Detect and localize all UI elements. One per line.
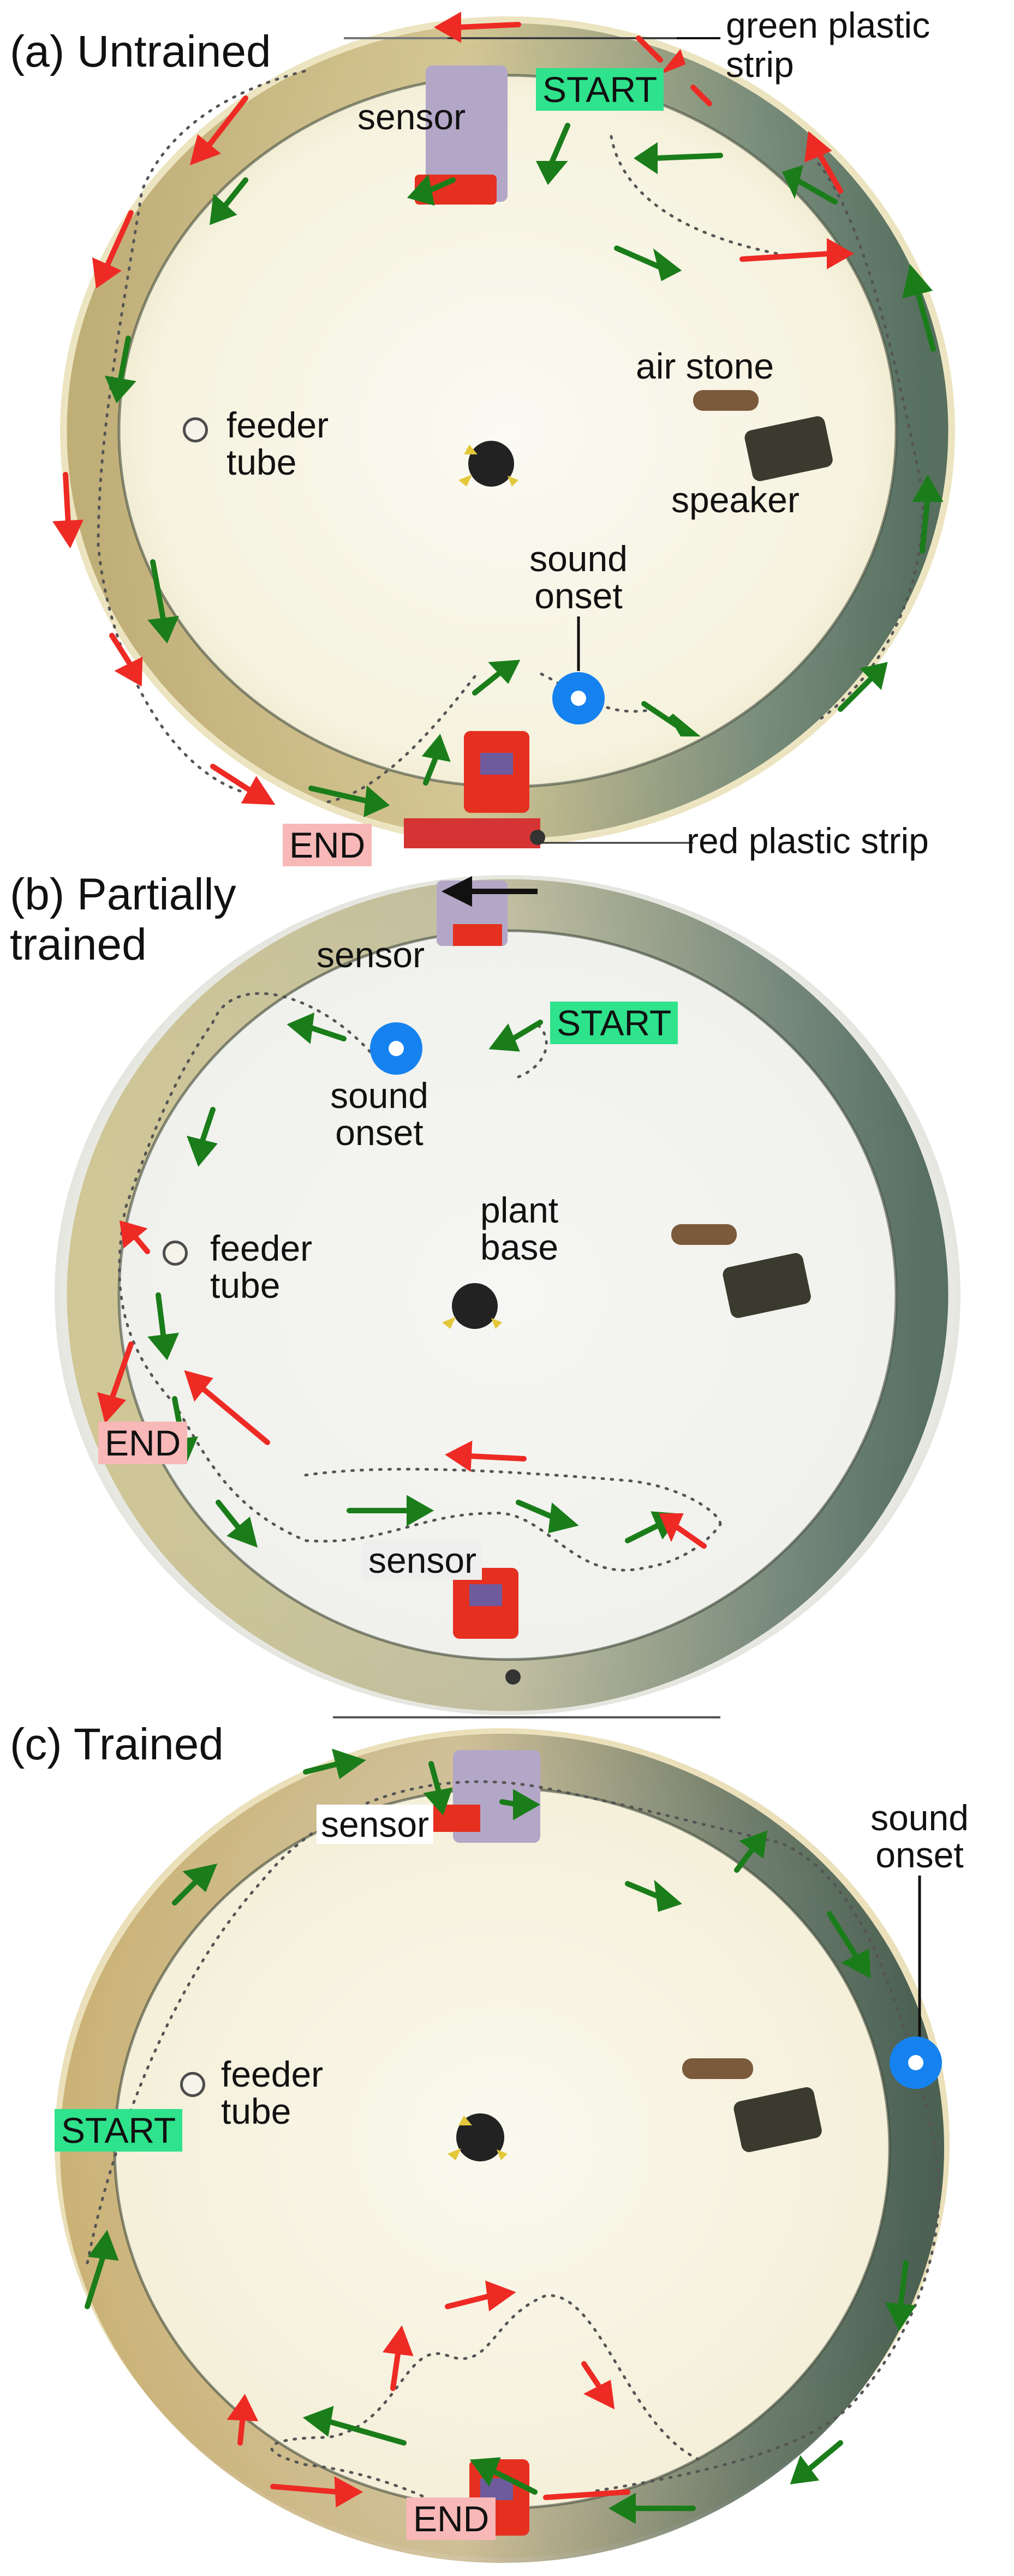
sound-onset-marker	[370, 1022, 422, 1075]
arena-photo-partially-trained	[55, 875, 961, 1715]
speaker	[733, 2087, 822, 2152]
arena-floor	[60, 16, 955, 846]
sensor-label: sensor	[357, 97, 466, 137]
green-strip-label: green plastic strip	[726, 5, 931, 85]
panel-partially-trained: (b) Partially trained sensor START sound…	[0, 859, 1014, 1717]
start-marker: START	[536, 68, 664, 111]
panel-title: (c) Trained	[10, 1720, 224, 1769]
green-arrows	[104, 123, 944, 818]
sound-onset-label: sound onset	[330, 1075, 428, 1153]
black-arrow	[441, 876, 538, 907]
trajectory-dots	[86, 1780, 941, 2521]
feeder-tube-label: feeder tube	[221, 2054, 324, 2131]
speaker	[744, 416, 833, 481]
sound-onset-label: sound onset	[529, 538, 628, 616]
sound-onset-marker	[552, 672, 605, 724]
trajectory-dots	[97, 69, 924, 804]
trajectory-dots	[118, 992, 722, 1572]
feeder-tube-label: feeder tube	[210, 1228, 313, 1305]
red-arrows	[97, 1220, 707, 1549]
speaker-label: speaker	[671, 480, 800, 520]
plant-base-label: plant base	[480, 1190, 559, 1267]
panel-untrained: (a) Untrained green plastic strip sensor…	[0, 0, 1014, 866]
sound-onset-label: sound onset	[870, 1798, 969, 1875]
panel-title: (b) Partially trained	[10, 870, 236, 969]
green-arrows	[85, 1748, 916, 2524]
plant-base	[452, 1283, 498, 1329]
sensor-label-bottom: sensor	[363, 1541, 482, 1580]
air-stone-label: air stone	[636, 346, 774, 386]
air-stone	[693, 390, 759, 411]
red-arrows	[226, 2280, 630, 2508]
start-marker: START	[55, 2109, 183, 2152]
panel-trained: (c) Trained sensor sound onset feeder tu…	[0, 1716, 1014, 2576]
red-arrows	[52, 11, 855, 805]
feeder-tube-marker	[183, 417, 208, 442]
end-marker: END	[283, 824, 372, 866]
plant-base	[468, 441, 514, 487]
feeder-tube-label: feeder tube	[226, 405, 329, 482]
red-strip-label: red plastic strip	[687, 820, 929, 861]
sound-onset-marker	[890, 2036, 942, 2089]
feeder-tube-marker	[180, 2072, 205, 2097]
feeder-tube-marker	[163, 1241, 188, 1266]
sensor-device-top	[426, 65, 508, 202]
sensor-label-top: sensor	[317, 934, 425, 975]
sensor-label: sensor	[317, 1805, 434, 1844]
arena-photo-untrained	[52, 11, 955, 848]
end-marker: END	[407, 2497, 496, 2540]
end-marker: END	[98, 1422, 188, 1464]
start-marker: START	[550, 1002, 678, 1044]
panel-title: (a) Untrained	[10, 27, 271, 76]
red-plastic-strip	[404, 818, 540, 848]
